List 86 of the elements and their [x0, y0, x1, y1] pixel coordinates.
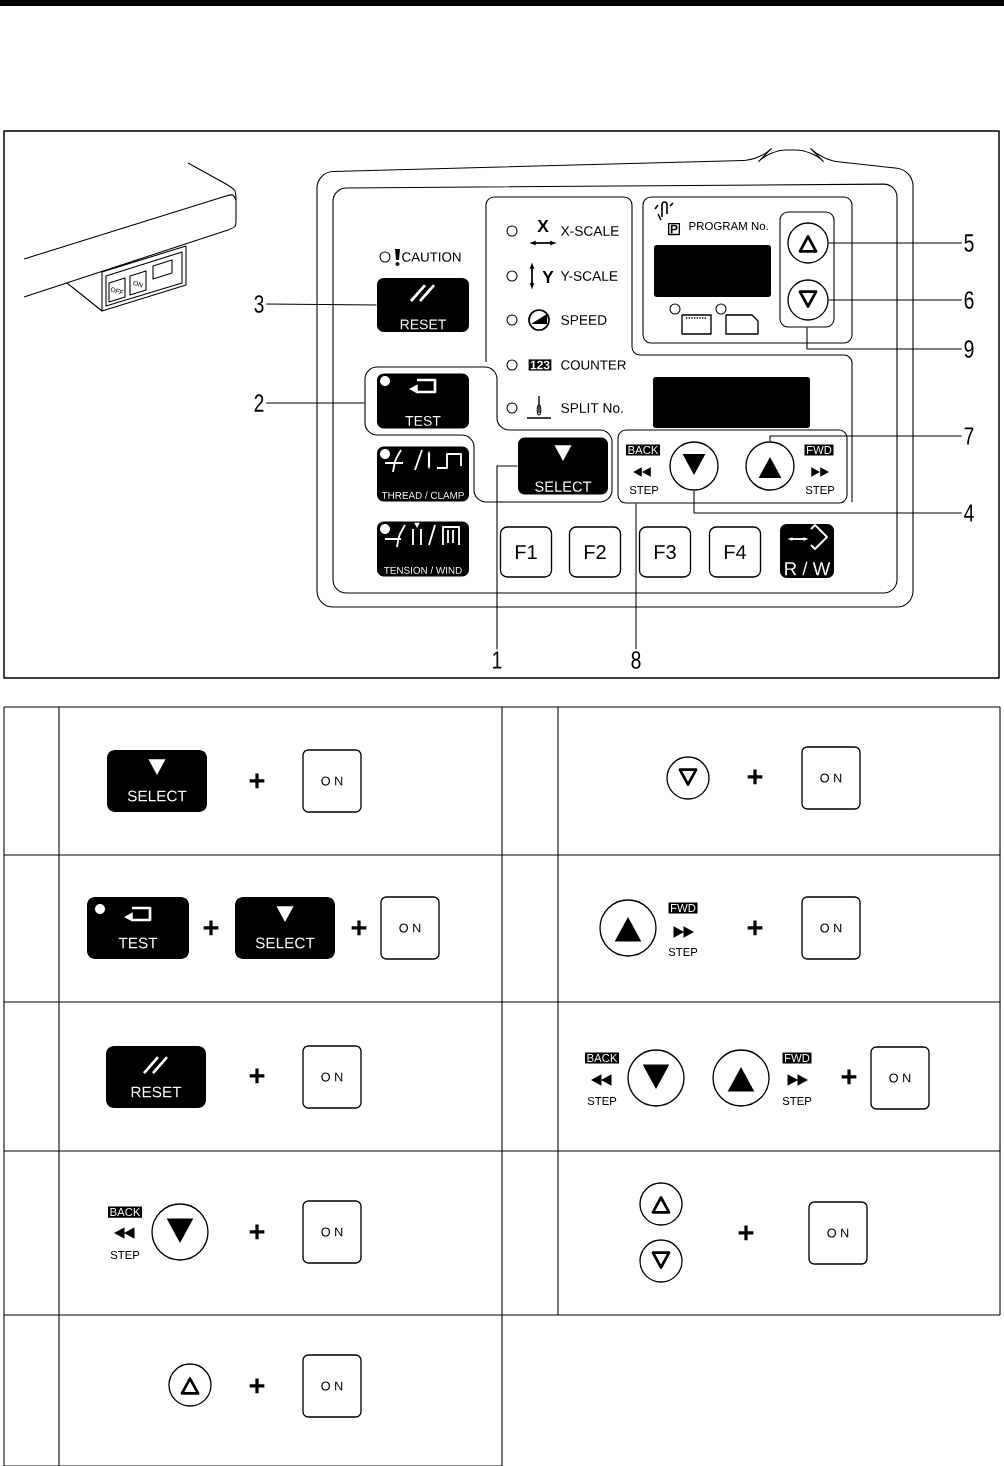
arrow-button: [787, 279, 829, 321]
panel-label: SPLIT No.: [561, 403, 623, 413]
select-key: SELECT: [107, 750, 207, 812]
panel-key: TENSION / WIND: [377, 521, 469, 577]
arrow-button: [627, 1049, 685, 1107]
function-key: F2: [568, 526, 622, 578]
direction-tag: FWD: [782, 1052, 812, 1064]
axis-letter: X: [537, 220, 549, 232]
direction-tag: BACK: [584, 1052, 620, 1064]
on-key: O N: [808, 1201, 868, 1265]
step-label: STEP: [629, 486, 659, 494]
callout-number: 5: [964, 234, 974, 252]
plus-sign: +: [747, 769, 763, 785]
callout-number: 7: [964, 427, 974, 445]
plus-sign: +: [841, 1069, 857, 1085]
arrow-button: [639, 1182, 683, 1226]
leader-line: [635, 503, 637, 650]
panel-label: SPEED: [561, 315, 607, 325]
direction-tag: FWD: [668, 902, 698, 914]
arrow-button: [639, 1239, 683, 1283]
plus-sign: +: [738, 1225, 754, 1241]
direction-tag: BACK: [626, 444, 661, 456]
function-key: F1: [499, 526, 553, 578]
callout-number: 4: [964, 504, 974, 522]
on-key: O N: [801, 896, 861, 960]
arrow-button: [712, 1049, 770, 1107]
panel-label: CAUTION: [402, 252, 461, 262]
step-label: STEP: [805, 486, 835, 494]
plus-sign: +: [249, 1378, 265, 1394]
panel-key: THREAD / CLAMP: [377, 446, 469, 502]
panel-label: COUNTER: [561, 360, 626, 370]
on-key: O N: [302, 749, 362, 813]
plus-sign: +: [249, 1224, 265, 1240]
leader-line: [769, 435, 963, 442]
on-key: O N: [302, 1045, 362, 1109]
leader-line: [828, 299, 963, 301]
plus-sign: +: [203, 920, 219, 936]
panel-key: RESET: [377, 278, 469, 332]
plus-sign: +: [249, 1068, 265, 1084]
panel-key: R / W: [780, 524, 834, 578]
callout-number: 2: [254, 394, 264, 412]
plus-sign: +: [351, 920, 367, 936]
on-key: O N: [801, 746, 861, 810]
on-key: O N: [870, 1046, 930, 1110]
panel-key: SELECT: [518, 437, 608, 495]
leader-line: [265, 303, 377, 306]
step-label: STEP: [668, 948, 698, 956]
leader-line: [806, 327, 963, 350]
panel-label: X-SCALE: [560, 226, 619, 236]
leader-line: [496, 465, 518, 651]
arrow-button: [599, 899, 657, 957]
program-letter: P: [668, 222, 680, 236]
axis-letter: Y: [542, 271, 554, 283]
arrow-button: [669, 441, 719, 491]
direction-tag: BACK: [107, 1206, 143, 1218]
plus-sign: +: [747, 920, 763, 936]
callout-number: 3: [254, 295, 264, 313]
arrow-button: [666, 756, 710, 800]
arrow-button: [787, 222, 829, 264]
step-label: STEP: [587, 1097, 617, 1105]
step-label: STEP: [110, 1251, 140, 1259]
direction-tag: FWD: [804, 444, 834, 456]
step-label: STEP: [782, 1097, 812, 1105]
leader-line: [828, 242, 963, 244]
callout-number: 8: [631, 651, 641, 669]
counter-digits: 123: [528, 359, 552, 371]
reset-key: RESET: [106, 1046, 206, 1108]
leader-line: [265, 402, 365, 404]
arrow-button: [745, 441, 795, 491]
callout-number: 9: [964, 340, 974, 358]
leader-line: [693, 490, 963, 514]
arrow-button: [168, 1363, 212, 1407]
arrow-button: [151, 1203, 209, 1261]
on-key: O N: [380, 896, 440, 960]
callout-number: 6: [964, 291, 974, 309]
function-key: F3: [638, 526, 692, 578]
test-key: TEST: [87, 897, 189, 959]
select-key: SELECT: [235, 897, 335, 959]
panel-label: Y-SCALE: [560, 271, 618, 281]
panel-key: TEST: [377, 373, 469, 429]
callout-number: 1: [493, 651, 502, 669]
function-key: F4: [708, 526, 762, 578]
on-key: O N: [302, 1354, 362, 1418]
plus-sign: +: [249, 773, 265, 789]
on-key: O N: [302, 1200, 362, 1264]
panel-label: PROGRAM No.: [689, 221, 768, 231]
